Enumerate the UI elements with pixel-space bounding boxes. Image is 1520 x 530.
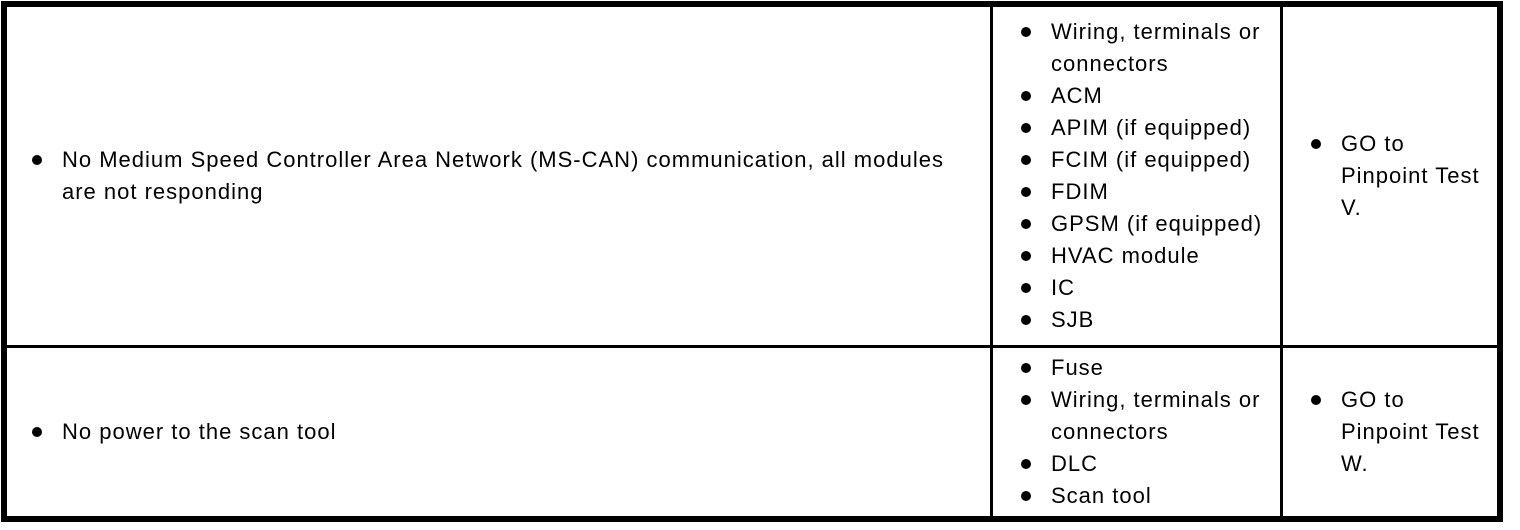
symptom-list: No power to the scan tool [32, 416, 336, 448]
bullet-icon [1311, 128, 1341, 149]
source-text: Wiring, terminals or connectors [1051, 19, 1261, 76]
action-cell: GO to Pinpoint Test V. [1283, 7, 1497, 345]
source-text: SJB [1051, 307, 1095, 332]
action-cell: GO to Pinpoint Test W. [1283, 348, 1497, 516]
list-item: HVAC module [1021, 240, 1278, 272]
bullet-icon [1021, 240, 1051, 261]
action-text: GO to Pinpoint Test V. [1341, 131, 1480, 220]
list-item: No Medium Speed Controller Area Network … [32, 144, 967, 208]
bullet-icon [1021, 352, 1051, 373]
action-list: GO to Pinpoint Test V. [1311, 128, 1491, 224]
source-text: Fuse [1051, 355, 1104, 380]
source-text: Wiring, terminals or connectors [1051, 387, 1261, 444]
list-item: GO to Pinpoint Test W. [1311, 384, 1491, 480]
bullet-icon [1021, 16, 1051, 37]
bullet-icon [32, 416, 62, 437]
list-item: APIM (if equipped) [1021, 112, 1278, 144]
possible-sources-cell: Wiring, terminals or connectors ACM APIM… [993, 7, 1283, 345]
possible-sources-list: Fuse Wiring, terminals or connectors DLC… [1021, 352, 1278, 512]
source-text: HVAC module [1051, 243, 1200, 268]
bullet-icon [1021, 304, 1051, 325]
bullet-icon [1021, 112, 1051, 133]
list-item: FCIM (if equipped) [1021, 144, 1278, 176]
list-item: Fuse [1021, 352, 1278, 384]
bullet-icon [1021, 80, 1051, 101]
source-text: Scan tool [1051, 483, 1152, 508]
source-text: GPSM (if equipped) [1051, 211, 1263, 236]
list-item: IC [1021, 272, 1278, 304]
source-text: APIM (if equipped) [1051, 115, 1252, 140]
list-item: Wiring, terminals or connectors [1021, 16, 1278, 80]
list-item: Scan tool [1021, 480, 1278, 512]
list-item: No power to the scan tool [32, 416, 336, 448]
symptom-text: No power to the scan tool [62, 419, 337, 444]
bullet-icon [1021, 144, 1051, 165]
bullet-icon [1021, 384, 1051, 405]
symptom-chart-table: No Medium Speed Controller Area Network … [1, 1, 1503, 522]
symptom-text: No Medium Speed Controller Area Network … [62, 147, 944, 204]
list-item: GPSM (if equipped) [1021, 208, 1278, 240]
symptom-cell: No power to the scan tool [7, 348, 993, 516]
source-text: IC [1051, 275, 1075, 300]
possible-sources-cell: Fuse Wiring, terminals or connectors DLC… [993, 348, 1283, 516]
list-item: DLC [1021, 448, 1278, 480]
list-item: SJB [1021, 304, 1278, 336]
source-text: DLC [1051, 451, 1099, 476]
bullet-icon [1021, 448, 1051, 469]
possible-sources-list: Wiring, terminals or connectors ACM APIM… [1021, 16, 1278, 336]
bullet-icon [1021, 176, 1051, 197]
bullet-icon [1311, 384, 1341, 405]
action-list: GO to Pinpoint Test W. [1311, 384, 1491, 480]
table-row: No Medium Speed Controller Area Network … [7, 7, 1497, 348]
list-item: Wiring, terminals or connectors [1021, 384, 1278, 448]
list-item: GO to Pinpoint Test V. [1311, 128, 1491, 224]
list-item: ACM [1021, 80, 1278, 112]
table-row: No power to the scan tool Fuse Wiring, t… [7, 348, 1497, 516]
source-text: FDIM [1051, 179, 1109, 204]
list-item: FDIM [1021, 176, 1278, 208]
action-text: GO to Pinpoint Test W. [1341, 387, 1480, 476]
symptom-list: No Medium Speed Controller Area Network … [32, 144, 967, 208]
bullet-icon [1021, 272, 1051, 293]
bullet-icon [1021, 208, 1051, 229]
source-text: FCIM (if equipped) [1051, 147, 1252, 172]
bullet-icon [1021, 480, 1051, 501]
bullet-icon [32, 144, 62, 165]
source-text: ACM [1051, 83, 1103, 108]
symptom-cell: No Medium Speed Controller Area Network … [7, 7, 993, 345]
